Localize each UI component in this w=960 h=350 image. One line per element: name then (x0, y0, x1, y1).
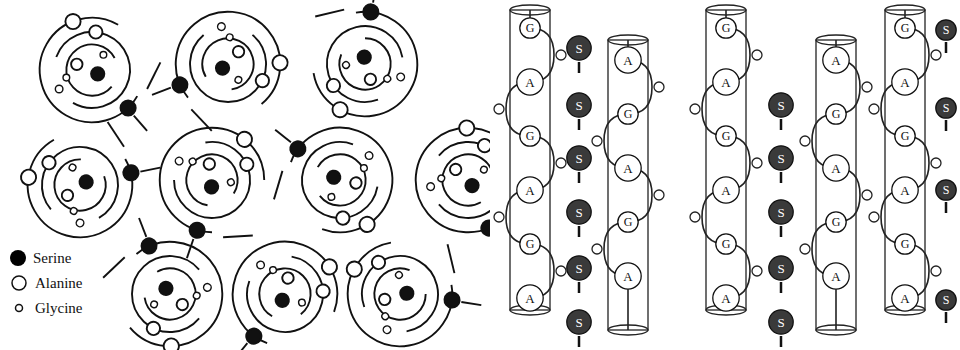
residue-letter: G (526, 130, 535, 142)
residue-letter: S (777, 316, 784, 329)
residue-letter: G (901, 130, 910, 142)
serine-residue: S (768, 255, 794, 281)
residue-letter: G (722, 22, 731, 34)
alanine-residue: A (822, 154, 850, 182)
legend-symbol (10, 274, 28, 292)
glycine-residue: G (519, 125, 541, 147)
alanine-residue: A (891, 68, 919, 96)
residue-letter: A (721, 292, 730, 305)
residue-letter: G (624, 108, 633, 120)
legend-entry: Serine (10, 248, 71, 268)
serine-residue: S (768, 309, 794, 335)
serine-residue: S (935, 97, 957, 119)
residue-letter: A (831, 54, 840, 67)
residue-letter: S (575, 206, 582, 219)
residue-letter: A (623, 162, 632, 175)
residue-letter: A (831, 162, 840, 175)
residue-letter: G (526, 22, 535, 34)
residue-letter: S (575, 262, 582, 275)
serine-residue: S (566, 255, 592, 281)
alanine-residue: A (822, 262, 850, 290)
serine-residue: S (566, 145, 592, 171)
residue-letter: S (575, 42, 582, 55)
alanine-residue: A (712, 284, 740, 312)
alanine-residue: A (516, 176, 544, 204)
serine-residue: S (768, 145, 794, 171)
legend-text: Serine (33, 250, 71, 267)
alanine-residue: A (614, 262, 642, 290)
residue-letter: G (901, 22, 910, 34)
residue-letter: A (525, 76, 534, 89)
residue-letter: A (623, 270, 632, 283)
residue-letter: S (777, 262, 784, 275)
glycine-residue: G (519, 17, 541, 39)
glycine-residue: G (894, 17, 916, 39)
residue-letter: A (623, 54, 632, 67)
glycine-residue: G (894, 125, 916, 147)
residue-letter: S (777, 152, 784, 165)
alanine-residue: A (891, 284, 919, 312)
alanine-residue: A (712, 68, 740, 96)
residue-letter: G (901, 238, 910, 250)
glycine-residue: G (715, 233, 737, 255)
serine-residue: S (935, 179, 957, 201)
residue-letter: A (525, 184, 534, 197)
legend-text: Alanine (35, 275, 82, 292)
residue-letter: A (900, 292, 909, 305)
glycine-residue: G (894, 233, 916, 255)
glycine-residue: G (715, 125, 737, 147)
residue-letter: A (900, 184, 909, 197)
alanine-residue: A (516, 68, 544, 96)
serine-residue: S (935, 19, 957, 41)
residue-letter: A (525, 292, 534, 305)
residue-letter: G (832, 108, 841, 120)
alanine-residue: A (516, 284, 544, 312)
residue-letter: S (575, 316, 582, 329)
residue-letter: A (831, 270, 840, 283)
serine-residue: S (566, 309, 592, 335)
residue-letter: A (900, 76, 909, 89)
residue-letter: A (721, 76, 730, 89)
serine-residue: S (935, 289, 957, 311)
residue-letter: S (943, 24, 950, 36)
residue-letter: G (624, 216, 633, 228)
serine-residue: S (566, 199, 592, 225)
serine-residue: S (566, 35, 592, 61)
alanine-residue: A (614, 46, 642, 74)
residue-letter: G (832, 216, 841, 228)
alanine-residue: A (891, 176, 919, 204)
residue-letter: G (722, 130, 731, 142)
serine-residue: S (768, 92, 794, 118)
glycine-residue: G (825, 211, 847, 233)
residue-letter: S (777, 206, 784, 219)
glycine-residue: G (825, 103, 847, 125)
residue-letter: S (943, 294, 950, 306)
glycine-residue: G (617, 103, 639, 125)
alanine-residue: A (712, 176, 740, 204)
residue-letter: S (943, 184, 950, 196)
residue-letter: S (575, 152, 582, 165)
serine-residue: S (768, 199, 794, 225)
legend-symbol (10, 299, 28, 317)
glycine-residue: G (519, 233, 541, 255)
alanine-residue: A (614, 154, 642, 182)
residue-letter: S (575, 99, 582, 112)
serine-residue: S (566, 92, 592, 118)
residue-letter: A (721, 184, 730, 197)
glycine-residue: G (715, 17, 737, 39)
residue-letter: S (943, 102, 950, 114)
legend-swatch (10, 250, 26, 266)
residue-letter: G (722, 238, 731, 250)
alanine-residue: A (822, 46, 850, 74)
residue-letter: S (777, 99, 784, 112)
glycine-residue: G (617, 211, 639, 233)
legend-entry: Glycine (10, 298, 82, 318)
legend-entry: Alanine (10, 273, 82, 293)
residue-letter: G (526, 238, 535, 250)
legend-text: Glycine (35, 300, 82, 317)
